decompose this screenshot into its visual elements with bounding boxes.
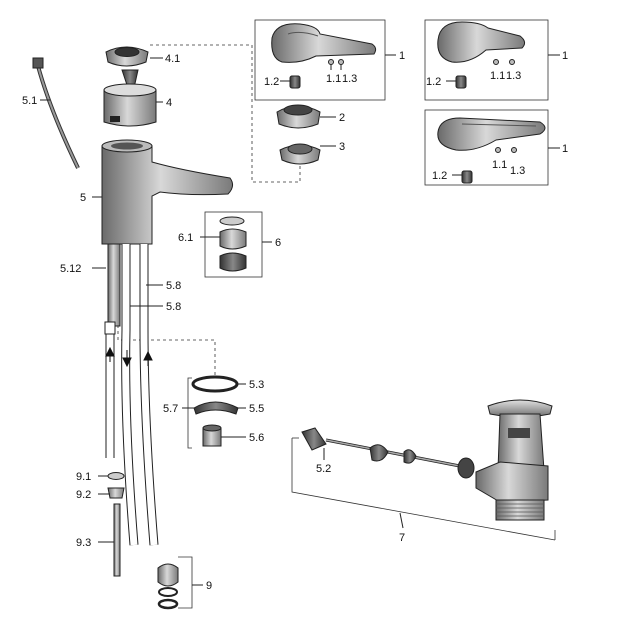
label-1-1-long: 1.1 <box>492 159 507 171</box>
label-5-2: 5.2 <box>316 463 331 475</box>
label-1-1-right: 1.1 <box>490 70 505 82</box>
label-9-2: 9.2 <box>76 489 91 501</box>
handle-assembly-top <box>254 19 396 101</box>
label-4: 4 <box>166 97 172 109</box>
label-9-1: 9.1 <box>76 471 91 483</box>
label-5: 5 <box>80 192 86 204</box>
label-5-6: 5.6 <box>249 432 264 444</box>
cartridge <box>103 69 163 127</box>
label-5-8-upper: 5.8 <box>166 280 181 292</box>
faucet-body <box>92 139 234 245</box>
supply-hoses <box>92 243 163 546</box>
label-1-3-top: 1.3 <box>342 73 357 85</box>
label-1-3-right: 1.3 <box>506 70 521 82</box>
label-1-2-top: 1.2 <box>264 76 279 88</box>
label-2: 2 <box>339 112 345 124</box>
aerator-assembly <box>200 211 272 278</box>
cartridge-ring <box>105 46 163 67</box>
label-9-3: 9.3 <box>76 537 91 549</box>
label-1-3-long: 1.3 <box>510 165 525 177</box>
label-6: 6 <box>275 237 281 249</box>
label-5-7: 5.7 <box>163 403 178 415</box>
label-1-long: 1 <box>562 143 568 155</box>
label-3: 3 <box>339 141 345 153</box>
label-1-2-long: 1.2 <box>432 170 447 182</box>
label-1-top: 1 <box>399 50 405 62</box>
label-5-8-lower: 5.8 <box>166 301 181 313</box>
label-1-right: 1 <box>562 50 568 62</box>
label-1-1-top: 1.1 <box>326 73 341 85</box>
label-9: 9 <box>206 580 212 592</box>
drain-assembly <box>291 399 556 541</box>
label-5-1: 5.1 <box>22 95 37 107</box>
handle-assembly-top-right <box>424 19 560 101</box>
label-5-5: 5.5 <box>249 403 264 415</box>
dashed-guides <box>117 44 301 378</box>
connector-parts <box>182 375 246 449</box>
label-5-3: 5.3 <box>249 379 264 391</box>
callout-labels: 1 1.2 1.1 1.3 1 1.2 1.1 1.3 1 1.2 1.1 1.… <box>22 50 568 592</box>
label-6-1: 6.1 <box>178 232 193 244</box>
cover-cap <box>276 104 336 129</box>
label-5-12: 5.12 <box>60 263 81 275</box>
mounting-hardware <box>98 472 203 610</box>
pop-up-rod <box>32 57 80 169</box>
handle-assembly-long <box>424 109 560 186</box>
label-1-2-right: 1.2 <box>426 76 441 88</box>
retaining-nut <box>279 143 336 165</box>
label-7: 7 <box>399 532 405 544</box>
label-4-1: 4.1 <box>165 53 180 65</box>
